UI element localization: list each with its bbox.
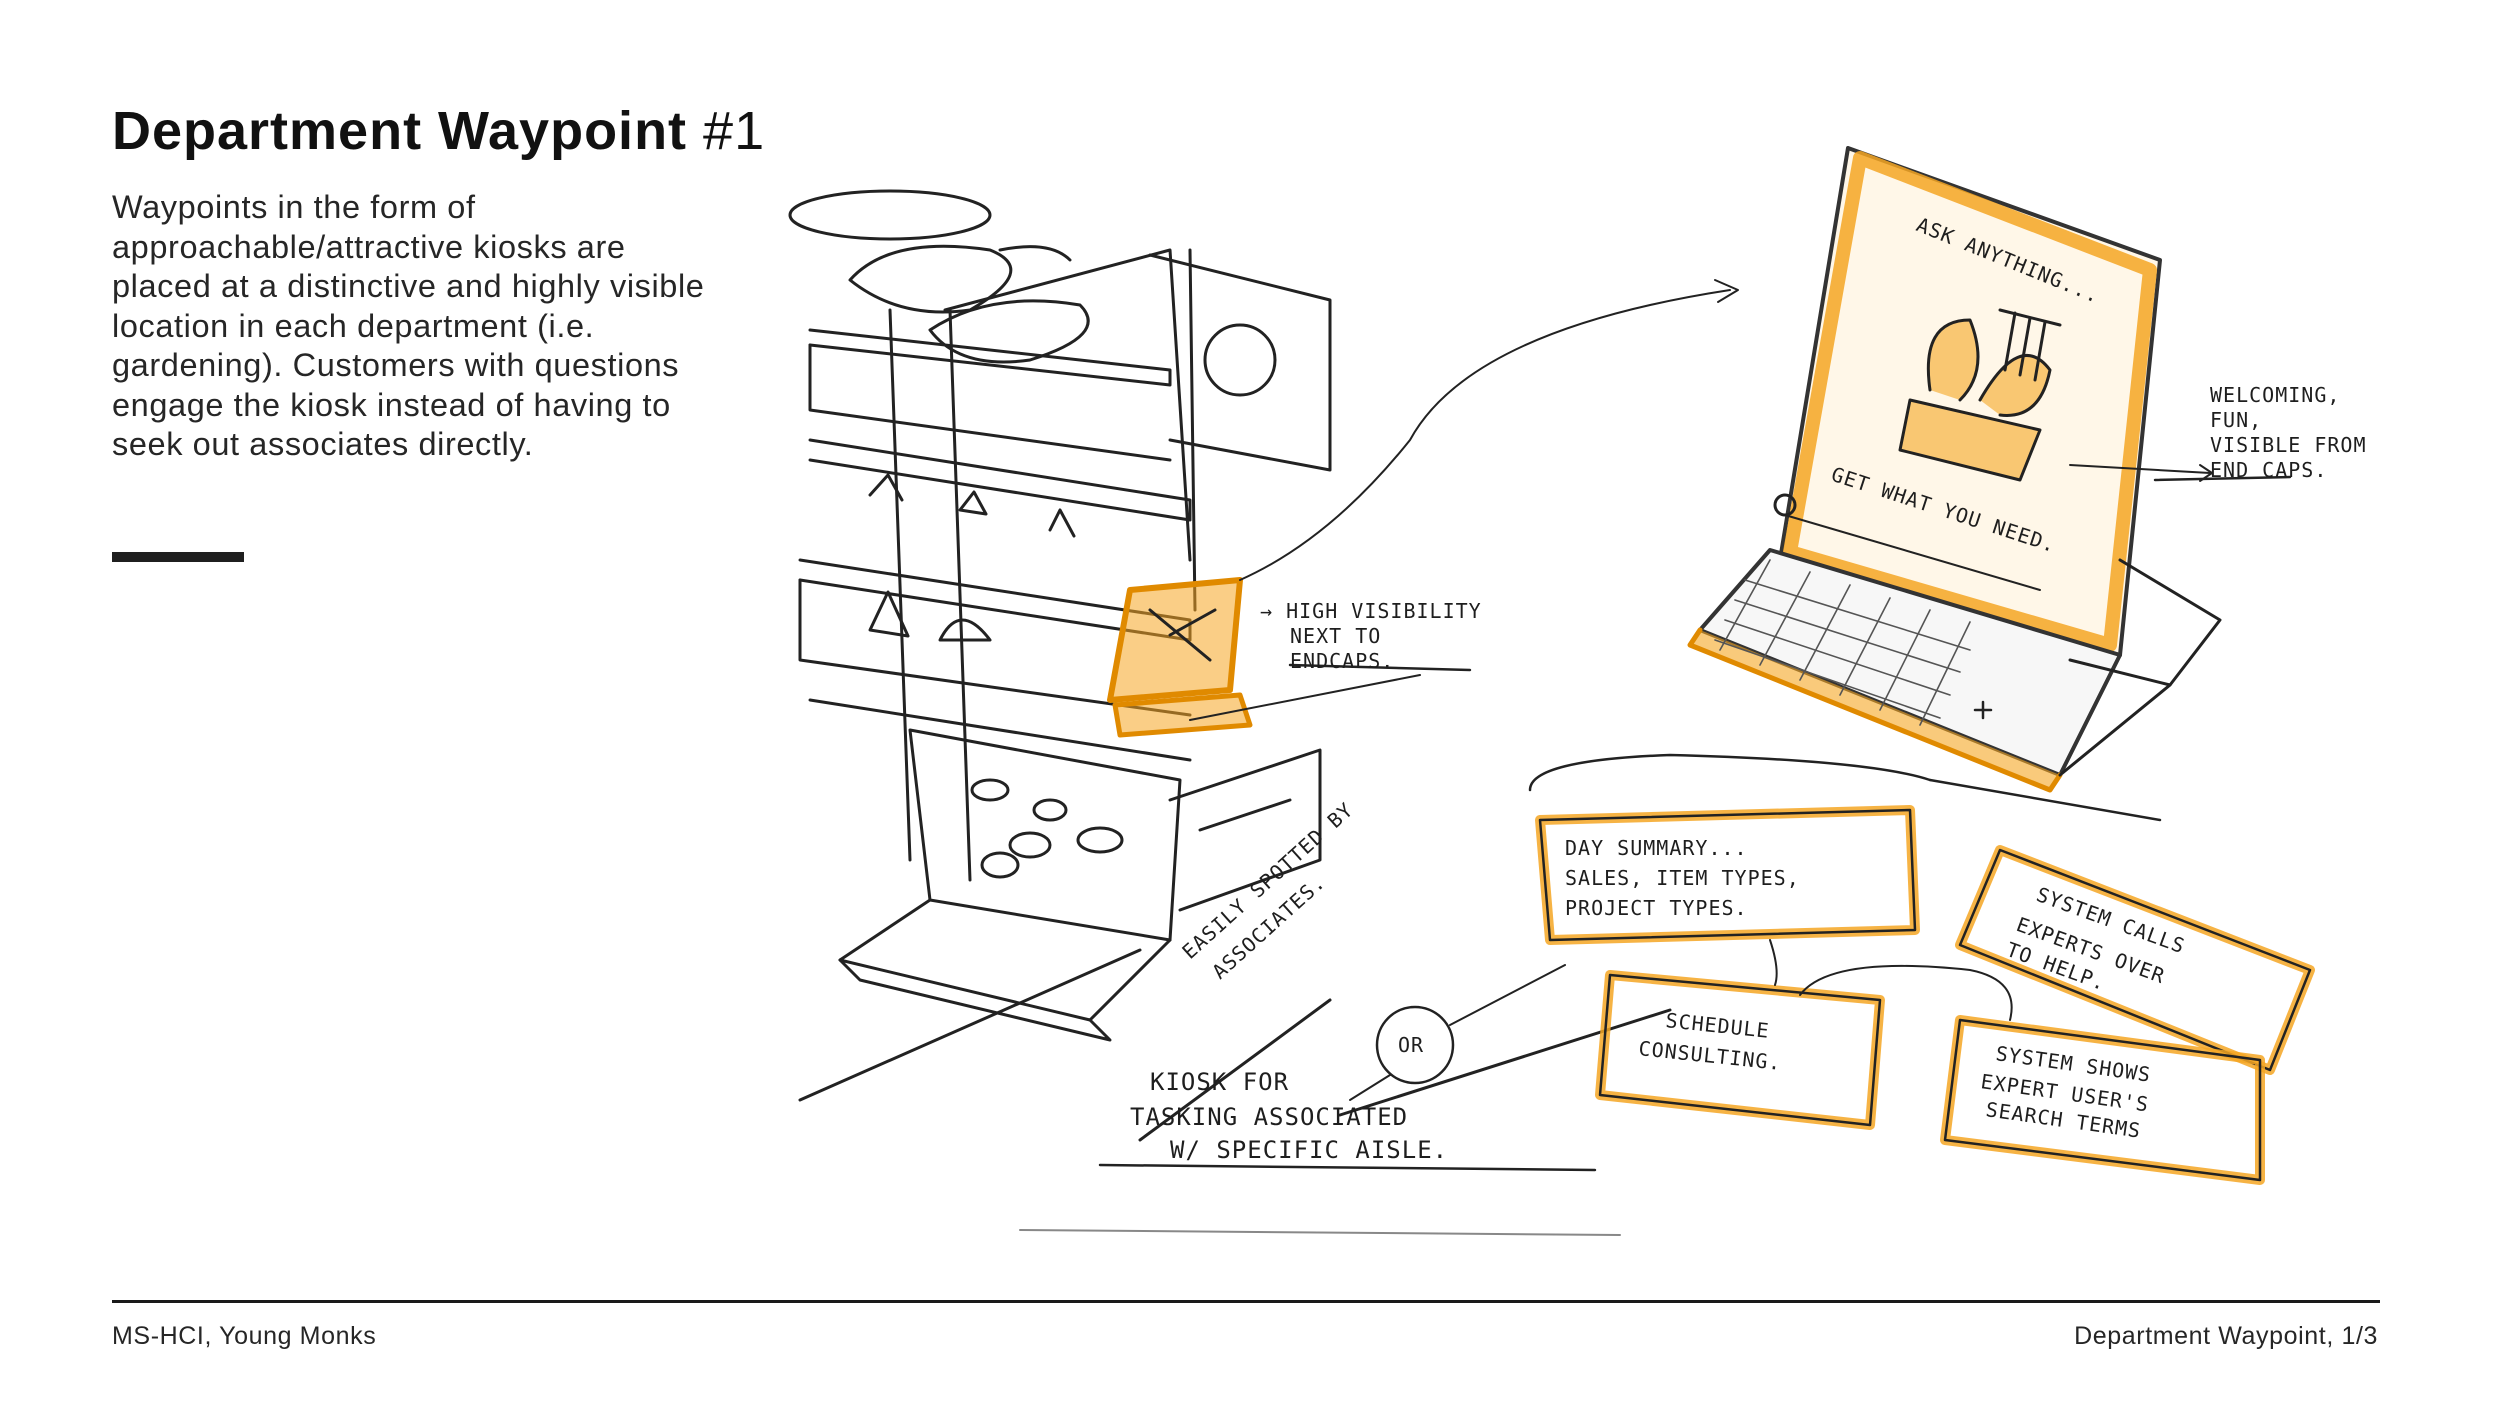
accent-bar [112,552,244,562]
note-kiosk-for-3: W/ SPECIFIC AISLE. [1170,1136,1448,1164]
note-high-visibility-1: → HIGH VISIBILITY [1260,599,1482,623]
note-kiosk-for-2: TASKING ASSOCIATED [1130,1103,1408,1131]
sketch-notes: ASK ANYTHING... GET WHAT YOU NEED. WELCO… [1130,212,2367,1164]
note-welcoming-3: VISIBLE FROM [2210,433,2367,457]
note-schedule-1: SCHEDULE [1664,1008,1770,1043]
footer-page-label: Department Waypoint, 1/3 [2074,1322,2378,1350]
system-shows-box [1940,1015,2265,1185]
note-or: OR [1398,1033,1424,1057]
footer-divider [112,1300,2380,1303]
footer-author: MS-HCI, Young Monks [112,1322,377,1350]
shelf-kiosk-screen [1107,577,1253,738]
slide-title: Department Waypoint #1 [112,96,765,166]
note-welcoming-1: WELCOMING, [2210,383,2340,407]
title-number: #1 [703,101,766,161]
note-kiosk-for-1: KIOSK FOR [1150,1068,1289,1096]
shelf-kiosk-sketch [788,189,1672,1142]
system-calls-box [1955,845,2315,1075]
note-high-visibility-3: ENDCAPS. [1290,649,1394,673]
schedule-box [1595,970,1885,1130]
note-welcoming-4: END CAPS. [2210,458,2327,482]
description-text: Waypoints in the form of approachable/at… [112,189,705,462]
note-high-visibility-2: NEXT TO [1290,624,1381,648]
title-text: Department Waypoint [112,101,688,161]
large-kiosk-sketch [1687,146,2222,793]
note-day-summary-1: DAY SUMMARY... [1565,836,1748,860]
kiosk-sketch-illustration: ASK ANYTHING... GET WHAT YOU NEED. WELCO… [788,146,2367,1236]
note-day-summary-3: PROJECT TYPES. [1565,896,1748,920]
day-summary-box [1535,805,1920,945]
note-welcoming-2: FUN, [2210,408,2262,432]
note-day-summary-2: SALES, ITEM TYPES, [1565,866,1800,890]
